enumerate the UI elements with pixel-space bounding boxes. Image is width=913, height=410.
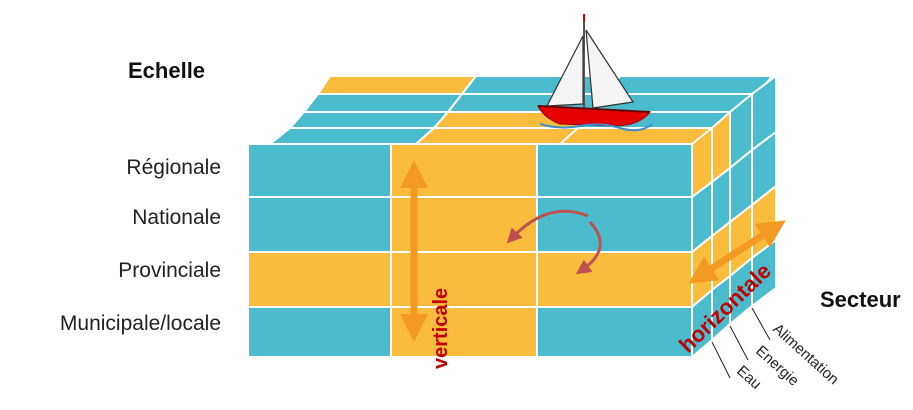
cube-top-face — [270, 76, 772, 144]
vertical-label: verticale — [430, 288, 452, 369]
sailboat-icon — [538, 14, 652, 130]
cube-front-face — [248, 144, 692, 357]
sector-label-water: Eau — [733, 362, 764, 393]
